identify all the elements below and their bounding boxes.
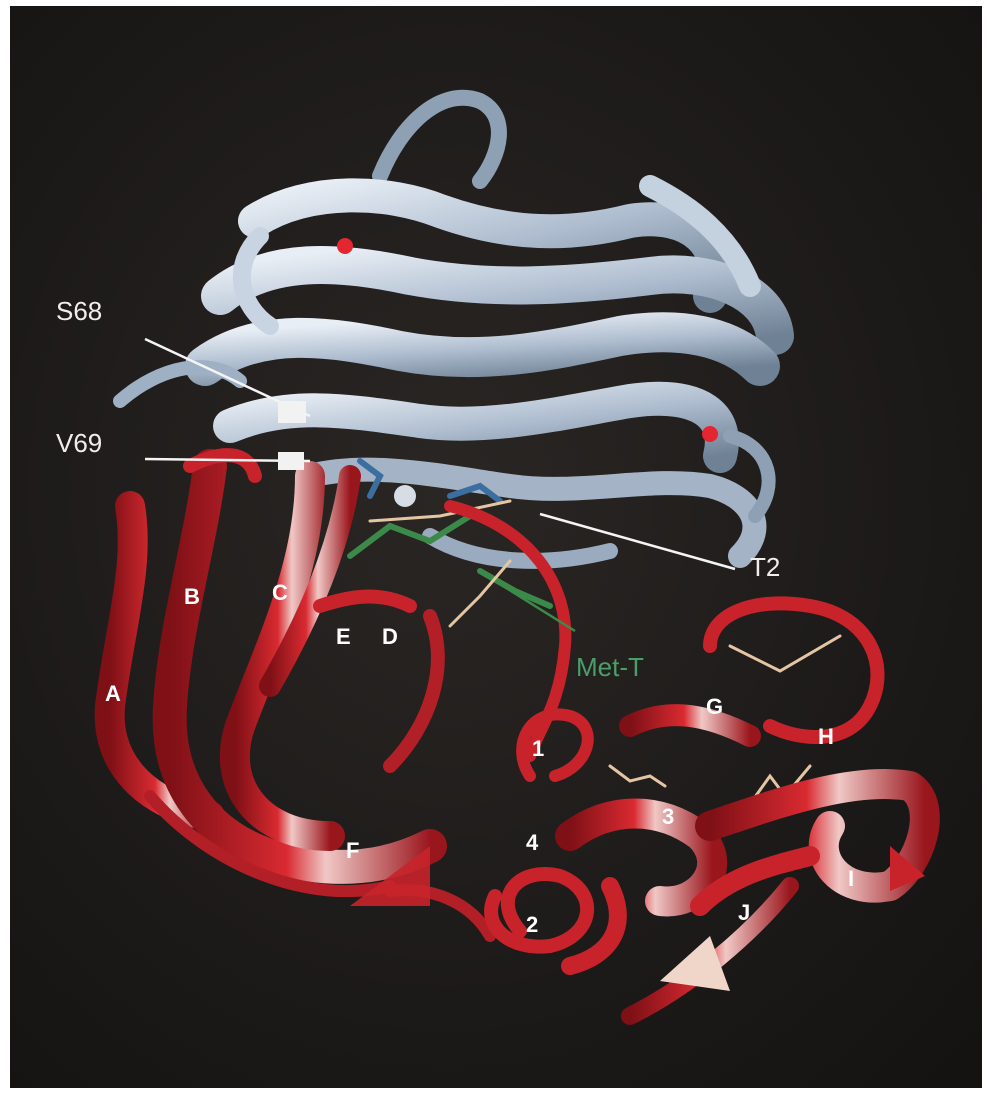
strand-label-f: F [346, 840, 359, 862]
s68-marker [278, 401, 306, 423]
label-s68: S68 [56, 298, 102, 324]
strand-label-a: A [105, 683, 121, 705]
strand-label-2: 2 [526, 914, 538, 936]
protein-structure-figure: S68 V69 T2 Met-T A B C E D F G H I J 1 2… [10, 6, 982, 1088]
strand-label-j: J [738, 902, 750, 924]
label-t2: T2 [750, 554, 780, 580]
strand-label-4: 4 [526, 832, 538, 854]
label-met-t: Met-T [576, 654, 644, 680]
strand-label-b: B [184, 586, 200, 608]
strand-label-1: 1 [532, 738, 544, 760]
strand-label-d: D [382, 626, 398, 648]
strand-label-3: 3 [662, 806, 674, 828]
strand-label-g: G [706, 696, 723, 718]
strand-label-i: I [848, 868, 854, 890]
v69-marker [278, 452, 304, 470]
label-v69: V69 [56, 430, 102, 456]
strand-label-e: E [336, 626, 351, 648]
strand-label-c: C [272, 582, 288, 604]
ribbon-diagram [10, 6, 982, 1088]
strand-label-h: H [818, 726, 834, 748]
